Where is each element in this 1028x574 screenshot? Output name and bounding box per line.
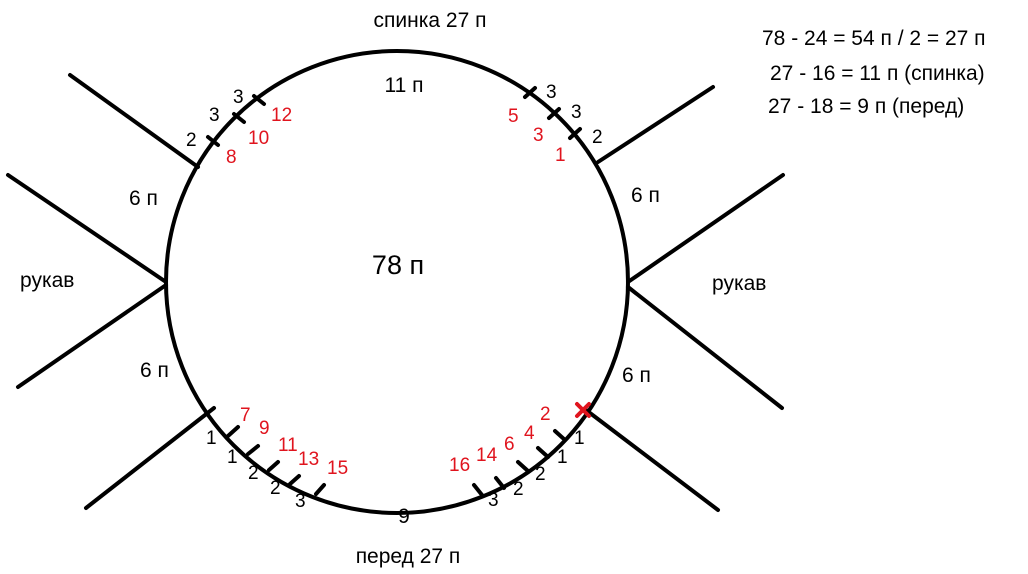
count-black: 3 <box>546 82 557 103</box>
counts-lower-left: 1 1 2 2 3 7 9 11 13 15 <box>206 405 348 512</box>
count-black: 2 <box>248 463 259 484</box>
tick <box>547 107 561 120</box>
count-black: 1 <box>574 428 585 449</box>
tick <box>314 483 326 496</box>
count-red: 3 <box>533 125 544 146</box>
counts-upper-left: 3 3 2 12 10 8 <box>186 87 292 168</box>
count-red: 12 <box>271 105 292 126</box>
ticks-lower-left <box>226 425 326 496</box>
count-black: 2 <box>592 127 603 148</box>
count-black: 1 <box>206 428 217 449</box>
segment-lower-left-label: 6 п <box>140 359 169 382</box>
count-red: 5 <box>508 106 519 127</box>
front-segment-label: 9 <box>398 505 410 528</box>
count-black: 3 <box>209 105 220 126</box>
formula-total: 78 - 24 = 54 п / 2 = 27 п <box>762 27 986 50</box>
tick <box>252 94 266 106</box>
count-red: 11 <box>278 435 298 456</box>
segment-upper-right-label: 6 п <box>631 184 660 207</box>
ticks-upper-left <box>206 94 266 147</box>
count-red: 4 <box>524 423 535 444</box>
count-black: 2 <box>270 478 281 499</box>
tick <box>232 112 246 124</box>
raglan-line-upper-left <box>68 73 200 169</box>
tick <box>472 483 484 497</box>
raglan-line-left-lower-sleeve <box>16 283 168 389</box>
segment-lower-right-label: 6 п <box>622 364 651 387</box>
segment-upper-left-label: 6 п <box>129 187 158 210</box>
formula-back: 27 - 16 = 11 п (спинка) <box>770 62 985 85</box>
tick <box>516 460 530 473</box>
count-red: 16 <box>449 455 470 476</box>
tick <box>523 86 537 99</box>
count-black: 1 <box>227 447 238 468</box>
count-red: 6 <box>504 434 515 455</box>
count-red: 9 <box>259 418 270 439</box>
count-red: 8 <box>226 147 237 168</box>
count-black: 3 <box>295 491 306 512</box>
sleeve-left-label: рукав <box>20 269 74 292</box>
count-black: 2 <box>186 130 197 151</box>
ticks-upper-right <box>523 86 582 140</box>
ticks-lower-right <box>472 402 591 497</box>
tick <box>568 127 582 140</box>
raglan-line-left-upper-sleeve <box>6 173 168 284</box>
front-label: перед 27 п <box>356 545 461 568</box>
counts-upper-right: 3 3 2 5 3 1 <box>508 82 603 166</box>
counts-lower-right: 1 1 2 2 3 2 4 6 14 16 <box>449 404 585 511</box>
sleeve-right-label: рукав <box>712 272 766 295</box>
count-black: 3 <box>488 490 499 511</box>
count-black: 3 <box>233 87 244 108</box>
tick <box>536 446 550 459</box>
raglan-line-lower-left <box>84 406 216 510</box>
count-red: 14 <box>476 445 498 466</box>
count-red: 10 <box>248 128 269 149</box>
count-black: 2 <box>513 479 524 500</box>
count-red: 13 <box>298 449 319 470</box>
center-label: 78 п <box>372 250 424 280</box>
count-black: 2 <box>535 464 546 485</box>
tick-red <box>575 402 591 418</box>
raglan-line-upper-right <box>596 85 715 164</box>
tick <box>246 444 260 456</box>
raglan-line-right-upper-sleeve <box>626 173 785 284</box>
count-red: 7 <box>240 405 251 426</box>
formula-front: 27 - 18 = 9 п (перед) <box>768 95 964 118</box>
count-red: 2 <box>540 404 551 425</box>
back-label: спинка 27 п <box>374 9 487 32</box>
tick <box>553 429 567 442</box>
back-segment-label: 11 п <box>384 74 423 97</box>
raglan-line-right-lower-sleeve <box>626 285 784 410</box>
count-black: 1 <box>557 447 568 468</box>
tick <box>288 474 301 486</box>
neckline-circle <box>164 49 630 515</box>
count-red: 15 <box>327 458 348 479</box>
tick <box>267 460 280 472</box>
tick <box>226 425 240 438</box>
raglan-line-lower-right <box>584 408 720 512</box>
count-red: 1 <box>555 145 566 166</box>
tick <box>206 135 220 147</box>
tick <box>494 476 506 490</box>
count-black: 3 <box>571 102 582 123</box>
